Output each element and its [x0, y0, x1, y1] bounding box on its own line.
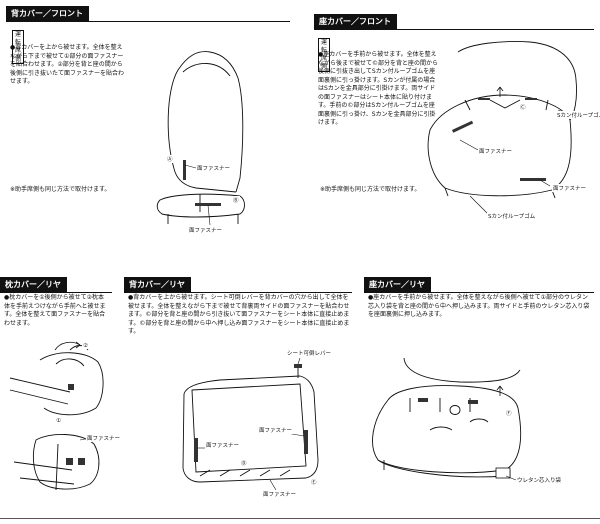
- fastener-label: 面ファスナー: [86, 434, 122, 442]
- fastener-label: 面ファスナー: [262, 490, 298, 498]
- fastener-label: 面ファスナー: [258, 426, 294, 434]
- section-header: 座カバー／フロント: [314, 14, 594, 30]
- circle-a-marker: Ⓐ: [166, 155, 174, 163]
- section-title: 枕カバー／リヤ: [0, 277, 67, 292]
- instruction-text: ●枕カバーを①後側から被せて②枕本体を手前えつけながら手前へと被せます。全体を整…: [4, 294, 106, 327]
- section-header: 背カバー／リヤ: [124, 277, 352, 293]
- circle-c-marker: Ⓒ: [519, 103, 527, 111]
- hook-band-label: Sカン付ループゴム: [556, 111, 600, 119]
- section-title: 座カバー／フロント: [314, 14, 397, 29]
- urethane-bag-label: ウレタン芯入り袋: [516, 476, 563, 484]
- page-bottom-rule: [0, 518, 600, 519]
- instruction-text: ●座カバーを手前から被せます。全体を整えながら後側へ被せて①部分のウレタン芯入り…: [368, 294, 590, 318]
- driver-seat-badge: 運転席側: [318, 38, 331, 72]
- seat-lever-label: シート可倒レバー: [286, 349, 333, 357]
- instruction-text: ●背カバーを上から被せます。全体を整えながら下まで被せて①部分の面ファスナーを貼…: [10, 44, 125, 85]
- hook-band-label: Sカン付ループゴム: [487, 212, 537, 220]
- circle-b-marker: Ⓑ: [232, 196, 240, 204]
- section-header: 座カバー／リヤ: [364, 277, 594, 293]
- fastener-label: 面ファスナー: [188, 226, 224, 234]
- circle-f-marker: Ⓕ: [505, 409, 513, 417]
- section-title: 背カバー／リヤ: [124, 277, 191, 292]
- fastener-label: 面ファスナー: [478, 147, 514, 155]
- circle-1-marker: ①: [55, 418, 62, 424]
- instruction-text: ●背カバーを上から被せます。シート可倒レバーを背カバーの穴から出して全体を被せま…: [128, 294, 350, 335]
- fastener-label: 面ファスナー: [196, 164, 232, 172]
- fastener-label: 面ファスナー: [552, 184, 588, 192]
- section-title: 背カバー／フロント: [6, 6, 89, 21]
- passenger-note: ※助手席側も同じ方法で取付けます。: [10, 186, 111, 193]
- driver-seat-badge: 運転席側: [12, 30, 25, 64]
- section-header: 背カバー／フロント: [6, 6, 290, 22]
- section-title: 座カバー／リヤ: [364, 277, 431, 292]
- section-header: 枕カバー／リヤ: [0, 277, 112, 293]
- circle-e-marker: Ⓔ: [310, 478, 318, 486]
- circle-2-marker: ②: [82, 343, 89, 349]
- instruction-text: ●座カバーを手前から被せます。全体を整えながら後まで被せて©部分を背と座の間から…: [318, 51, 439, 126]
- passenger-note: ※助手席側も同じ方法で取付けます。: [320, 186, 421, 193]
- circle-d-marker: Ⓓ: [240, 459, 248, 467]
- fastener-label: 面ファスナー: [205, 441, 241, 449]
